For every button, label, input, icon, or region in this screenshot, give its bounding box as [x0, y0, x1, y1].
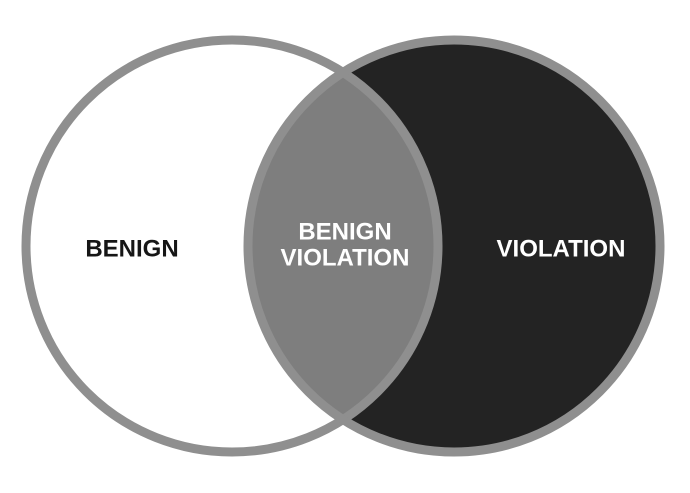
benign-violation-overlap: [248, 40, 438, 452]
violation-circle-outline: [243, 35, 665, 457]
violation-label: VIOLATION: [497, 235, 626, 262]
benign-violation-label-line2: VIOLATION: [281, 244, 410, 271]
benign-violation-label-line1: BENIGN: [298, 218, 391, 245]
benign-label: BENIGN: [85, 235, 178, 262]
benign-circle-outline: [21, 35, 443, 457]
